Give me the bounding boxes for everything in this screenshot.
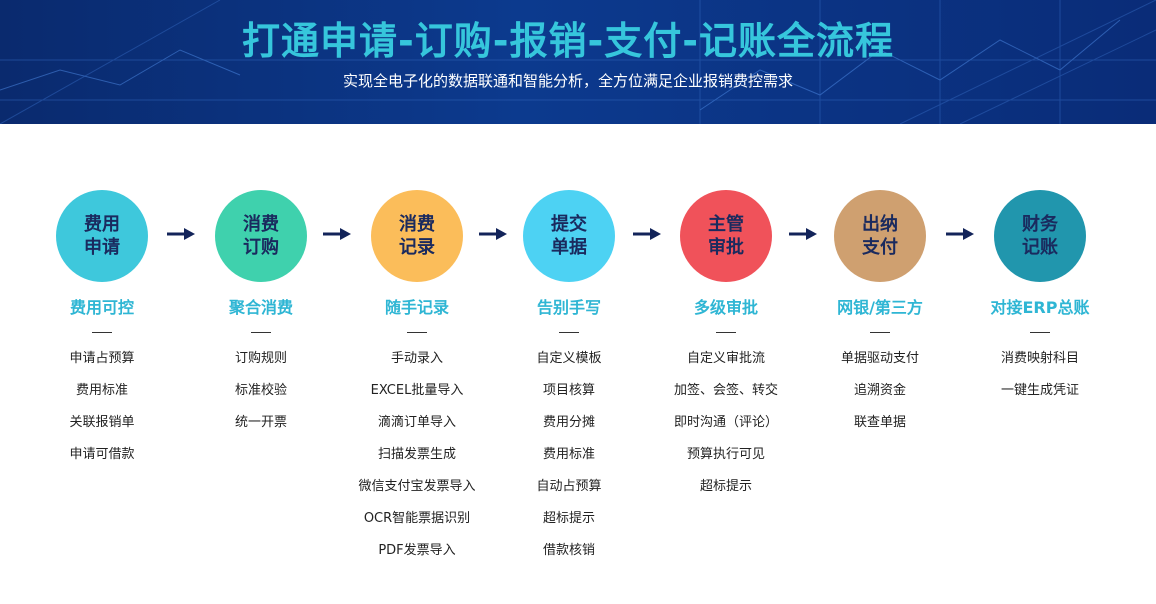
step-feature-list: 手动录入 EXCEL批量导入滴滴订单导入扫描发票生成微信支付宝发票导入 OCR智能票… (358, 343, 475, 567)
step-feature-item: 即时沟通（评论） (673, 415, 778, 430)
arrow-right-icon (789, 228, 817, 240)
step-circle: 出纳支付 (834, 190, 926, 282)
arrow-right-icon (633, 228, 661, 240)
step-divider (92, 332, 112, 333)
step-circle-line1: 提交 (551, 214, 587, 235)
step-feature-item: 联查单据 (853, 415, 906, 430)
arrow-right-icon (323, 228, 351, 240)
step-feature-list: 申请占预算费用标准关联报销单申请可借款 (69, 343, 134, 471)
step-heading: 多级审批 (693, 298, 758, 317)
step-circle-line2: 支付 (862, 237, 898, 258)
step-feature-item: 微信支付宝发票导入 (358, 479, 476, 494)
step-feature-item: 追溯资金 (853, 383, 906, 398)
step-circle: 主管审批 (680, 190, 772, 282)
step-feature-item: 手动录入 (390, 351, 443, 366)
step-feature-item: 滴滴订单导入 (377, 415, 456, 430)
step-feature-item: 费用标准 (75, 383, 128, 398)
process-step-2: 消费订购聚合消费订购规则标准校验统一开票 (181, 190, 341, 439)
step-feature-item: 自定义审批流 (686, 351, 765, 366)
step-feature-item: 申请可借款 (69, 447, 135, 462)
step-feature-list: 单据驱动支付追溯资金联查单据 (841, 343, 919, 439)
step-circle: 消费订购 (215, 190, 307, 282)
step-circle-line2: 记账 (1022, 237, 1058, 258)
step-feature-item: 扫描发票生成 (377, 447, 456, 462)
step-circle: 财务记账 (994, 190, 1086, 282)
process-step-4: 提交单据告别手写自定义模板项目核算费用分摊费用标准自动占预算超标提示借款核销 (489, 190, 649, 567)
step-feature-item: 借款核销 (542, 543, 595, 558)
step-heading: 聚合消费 (228, 298, 293, 317)
step-feature-item: 一键生成凭证 (1000, 383, 1079, 398)
step-circle-line2: 申请 (84, 237, 120, 258)
process-step-3: 消费记录随手记录手动录入 EXCEL批量导入滴滴订单导入扫描发票生成微信支付宝发票… (337, 190, 497, 567)
step-circle: 消费记录 (371, 190, 463, 282)
step-circle-line2: 单据 (551, 237, 587, 258)
step-heading: 费用可控 (69, 298, 134, 317)
step-feature-item: 统一开票 (234, 415, 287, 430)
banner-decoration (0, 0, 1156, 124)
step-feature-item: 超标提示 (542, 511, 595, 526)
step-feature-item: EXCEL批量导入 (370, 383, 464, 398)
step-feature-item: 自动占预算 (536, 479, 602, 494)
step-circle-line1: 出纳 (862, 214, 898, 235)
step-feature-item: 消费映射科目 (1000, 351, 1079, 366)
step-circle-line1: 消费 (243, 214, 279, 235)
step-feature-item: 关联报销单 (69, 415, 135, 430)
process-step-1: 费用申请费用可控申请占预算费用标准关联报销单申请可借款 (22, 190, 182, 471)
step-divider (407, 332, 427, 333)
step-feature-item: 项目核算 (542, 383, 595, 398)
step-feature-list: 自定义审批流加签、会签、转交即时沟通（评论） 预算执行可见超标提示 (674, 343, 778, 503)
page-subtitle: 实现全电子化的数据联通和智能分析，全方位满足企业报销费控需求 (342, 72, 793, 90)
step-feature-list: 消费映射科目一键生成凭证 (1001, 343, 1079, 407)
step-circle-line2: 记录 (399, 237, 435, 258)
step-feature-list: 自定义模板项目核算费用分摊费用标准自动占预算超标提示借款核销 (536, 343, 601, 567)
step-feature-item: OCR智能票据识别 (363, 511, 471, 526)
step-feature-item: 申请占预算 (69, 351, 135, 366)
step-feature-item: 单据驱动支付 (840, 351, 919, 366)
step-feature-item: 标准校验 (234, 383, 287, 398)
step-feature-item: 超标提示 (699, 479, 752, 494)
step-divider (716, 332, 736, 333)
arrow-right-icon (946, 228, 974, 240)
step-divider (251, 332, 271, 333)
step-feature-item: PDF发票导入 (378, 543, 456, 558)
step-feature-item: 预算执行可见 (686, 447, 765, 462)
step-circle-line2: 订购 (243, 237, 279, 258)
step-feature-item: 费用分摊 (542, 415, 595, 430)
step-circle-line2: 审批 (708, 237, 744, 258)
arrow-right-icon (479, 228, 507, 240)
step-feature-list: 订购规则标准校验统一开票 (235, 343, 287, 439)
step-feature-item: 加签、会签、转交 (673, 383, 778, 398)
arrow-right-icon (167, 228, 195, 240)
header-banner: 打通申请-订购-报销-支付-记账全流程 实现全电子化的数据联通和智能分析，全方位… (0, 0, 1156, 124)
step-feature-item: 费用标准 (542, 447, 595, 462)
step-divider (1030, 332, 1050, 333)
step-divider (559, 332, 579, 333)
step-circle-line1: 主管 (708, 214, 744, 235)
step-circle: 提交单据 (523, 190, 615, 282)
step-divider (870, 332, 890, 333)
step-circle-line1: 财务 (1022, 214, 1058, 235)
process-step-6: 出纳支付网银/第三方单据驱动支付追溯资金联查单据 (800, 190, 960, 439)
step-circle: 费用申请 (56, 190, 148, 282)
step-heading: 对接ERP总账 (990, 298, 1090, 317)
step-heading: 随手记录 (384, 298, 449, 317)
step-heading: 告别手写 (536, 298, 601, 317)
step-circle-line1: 费用 (84, 214, 120, 235)
step-feature-item: 自定义模板 (536, 351, 602, 366)
page-title: 打通申请-订购-报销-支付-记账全流程 (241, 19, 895, 63)
step-feature-item: 订购规则 (234, 351, 287, 366)
step-circle-line1: 消费 (399, 214, 435, 235)
step-heading: 网银/第三方 (837, 298, 923, 317)
process-step-5: 主管审批多级审批自定义审批流加签、会签、转交即时沟通（评论） 预算执行可见超标提示 (646, 190, 806, 503)
process-step-7: 财务记账对接ERP总账消费映射科目一键生成凭证 (960, 190, 1120, 407)
